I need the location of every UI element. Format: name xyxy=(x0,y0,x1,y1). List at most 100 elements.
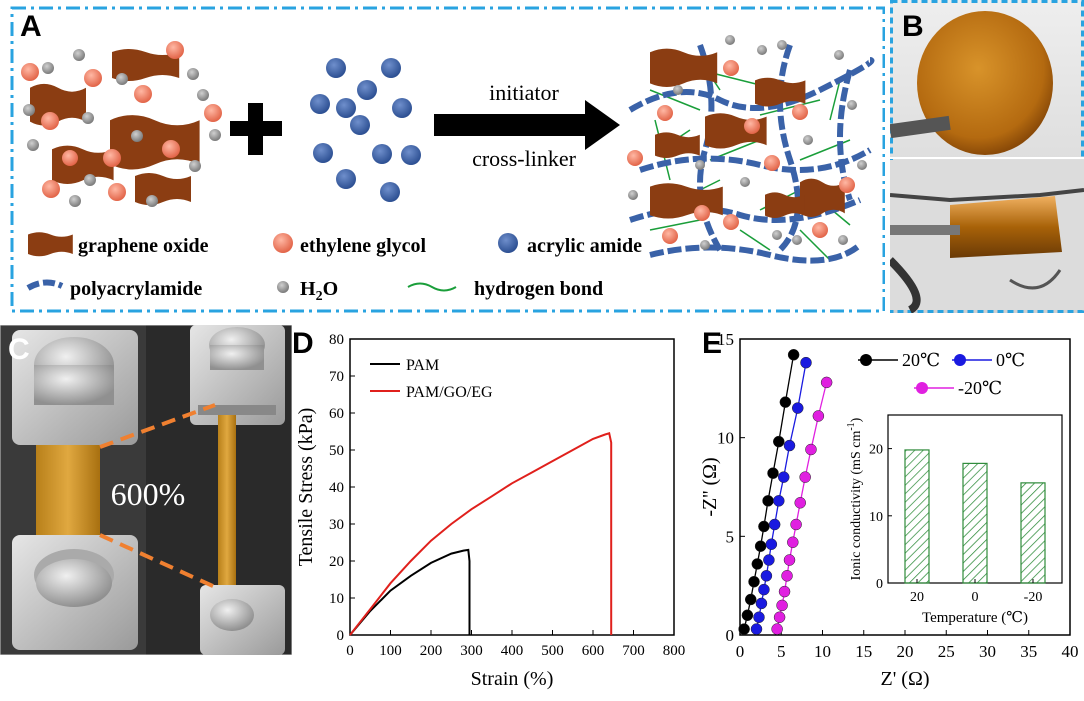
x-axis-label: Strain (%) xyxy=(471,668,554,690)
data-point xyxy=(783,439,796,452)
data-point xyxy=(738,623,750,635)
data-point xyxy=(787,349,800,361)
y-tick-label: 15 xyxy=(717,330,734,349)
data-point xyxy=(751,558,764,570)
data-point xyxy=(776,599,788,612)
legend-am-swatch xyxy=(498,233,518,253)
legend: graphene oxide ethylene glycol acrylic a… xyxy=(26,232,642,304)
bar-20 xyxy=(904,449,930,584)
legend-pam-text: PAM xyxy=(406,357,439,374)
y-tick-label: 0 xyxy=(337,628,345,644)
data-point xyxy=(750,623,763,635)
x-tick-label: 100 xyxy=(379,643,402,659)
legend-m20c-text: -20℃ xyxy=(958,378,1002,398)
y-tick-label: 50 xyxy=(329,443,344,459)
data-point xyxy=(760,570,773,582)
legend-eg-label: ethylene glycol xyxy=(300,235,427,257)
legend-pam-swatch xyxy=(26,279,64,291)
y-axis-label-e: -Z'' (Ω) xyxy=(700,457,721,516)
panel-a-schematic: initiator cross-linker xyxy=(0,0,886,313)
inset-y-label: Ionic conductivity (mS cm-1) xyxy=(846,417,864,580)
data-point xyxy=(800,356,812,369)
y-tick-label: 0 xyxy=(726,626,735,645)
data-point xyxy=(792,402,804,414)
arrow-top-text: initiator xyxy=(489,80,559,105)
data-point xyxy=(777,471,790,483)
stretched-sample xyxy=(218,415,236,585)
go-eg-mixture xyxy=(21,41,222,207)
data-point xyxy=(744,593,757,606)
data-point xyxy=(773,611,786,623)
data-point xyxy=(758,583,770,596)
x-tick-label: 700 xyxy=(622,643,645,659)
x-tick-label: 40 xyxy=(1062,642,1079,661)
data-point xyxy=(758,520,770,533)
panel-b-svg xyxy=(887,0,1084,314)
data-point xyxy=(779,396,792,408)
x-tick-label: 500 xyxy=(541,643,564,659)
y-tick-label: 30 xyxy=(329,517,344,533)
inset-y-tick-label: 10 xyxy=(869,510,883,525)
arrow-bottom-text: cross-linker xyxy=(472,146,577,171)
y-tick-label: 70 xyxy=(329,369,344,385)
legend-0c-text: 0℃ xyxy=(996,350,1025,370)
panel-c-label: C xyxy=(8,333,30,366)
data-point xyxy=(763,554,775,566)
legend-pam-label: polyacrylamide xyxy=(70,278,202,300)
inset-x-tick-label: 0 xyxy=(972,590,979,605)
x-tick-label: 30 xyxy=(979,642,996,661)
hydrogel-strip xyxy=(950,196,1062,258)
legend-go-label: graphene oxide xyxy=(78,235,209,257)
hydrogel-disc xyxy=(917,11,1053,155)
x-tick-label: 10 xyxy=(814,642,831,661)
legend-am-label: acrylic amide xyxy=(527,235,642,257)
data-point xyxy=(765,538,778,550)
data-point xyxy=(805,443,817,456)
data-point xyxy=(768,518,781,531)
data-point xyxy=(771,623,783,635)
x-tick-label: 25 xyxy=(938,642,955,661)
panel-b-label: B xyxy=(902,10,924,43)
y-tick-label: 5 xyxy=(726,527,735,546)
series-line-0 xyxy=(349,548,471,636)
legend-e: 20℃ 0℃ -20℃ xyxy=(858,350,1025,398)
legend-hbond-swatch xyxy=(407,282,457,292)
data-point xyxy=(778,585,791,598)
bar-0 xyxy=(962,462,988,584)
legend-0c-marker xyxy=(954,354,966,366)
plus-icon xyxy=(230,103,282,155)
legend-20c-marker xyxy=(860,354,872,366)
data-point xyxy=(748,575,760,588)
data-point xyxy=(767,467,779,479)
panel-a-svg: initiator cross-linker xyxy=(10,6,886,313)
x-tick-label: 20 xyxy=(897,642,914,661)
y-tick-label: 80 xyxy=(329,332,344,348)
panel-a-label: A xyxy=(20,10,42,43)
x-tick-label: 200 xyxy=(420,643,443,659)
panel-a-frame xyxy=(10,6,886,313)
data-point xyxy=(773,495,785,507)
x-tick-label: 600 xyxy=(582,643,605,659)
hydrogel-network xyxy=(627,35,875,264)
strain-label: 600% xyxy=(111,476,186,512)
data-point xyxy=(799,471,811,483)
inset-y-tick-label: 20 xyxy=(869,443,883,458)
data-point xyxy=(783,554,796,566)
data-point xyxy=(762,495,774,507)
x-tick-label: 800 xyxy=(663,643,686,659)
inset-x-label: Temperature (℃) xyxy=(922,610,1028,626)
data-point xyxy=(790,518,802,531)
y-tick-label: 10 xyxy=(329,591,344,607)
tweezer-top xyxy=(889,115,951,139)
y-tick-label: 40 xyxy=(329,480,344,496)
y-axis-label: Tensile Stress (kPa) xyxy=(295,408,317,567)
unstretched-sample xyxy=(36,445,100,535)
panel-e-label: E xyxy=(702,327,723,360)
data-point xyxy=(781,570,793,582)
data-point xyxy=(812,410,825,422)
acrylic-amide-cluster xyxy=(310,58,421,202)
